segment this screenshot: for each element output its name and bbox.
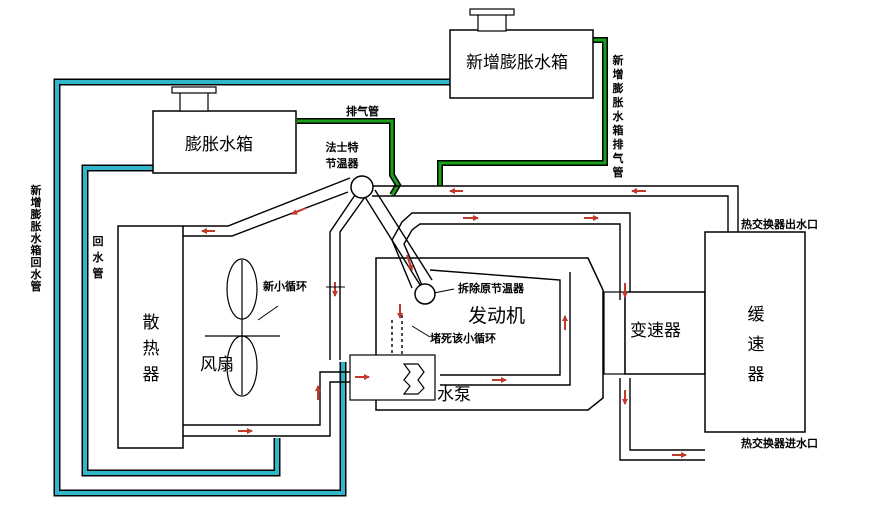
water-pump-label: 水泵 [437,385,471,405]
coolant-pipes [183,177,739,461]
retarder-box [704,231,806,433]
engine-label: 发动机 [468,305,526,327]
vent-pipe-label: 排气管 [346,105,379,118]
expansion-tank-shape [152,86,297,174]
radiator-box [117,225,184,449]
faster-thermostat-label: 法士特 节温器 [325,141,359,170]
hx-outlet-label: 热交换器出水口 [741,218,818,231]
label-leaders [257,286,455,338]
vent-pipes [297,37,608,197]
return-pipe-label: 回 水 管 [92,235,104,280]
new-expansion-tank-shape [449,8,594,99]
fan-icon [205,258,280,397]
radiator-label: 散 热 器 [142,313,160,385]
faster-thermostat-icon [350,175,374,199]
block-small-circulation-label: 堵死该小循环 [430,332,496,345]
new-tank-return-pipe [53,78,452,497]
expansion-tank-label: 膨胀水箱 [185,135,253,155]
new-tank-return-pipe-label: 新 增 膨 胀 水 箱 回 水 管 [30,184,42,293]
retarder-label: 缓 速 器 [747,305,765,385]
fan-label: 风扇 [200,355,234,375]
flow-arrows [201,188,687,458]
hx-inlet-label: 热交换器进水口 [741,437,818,450]
remove-original-thermostat-label: 拆除原节温器 [458,282,524,295]
new-tank-vent-pipe-label: 新 增 膨 胀 水 箱 排 气 管 [612,54,624,179]
transmission-label: 变速器 [630,321,681,341]
new-expansion-tank-label: 新增膨胀水箱 [466,53,568,73]
new-small-circulation-label: 新小循环 [263,280,307,293]
original-thermostat-icon [414,283,436,305]
